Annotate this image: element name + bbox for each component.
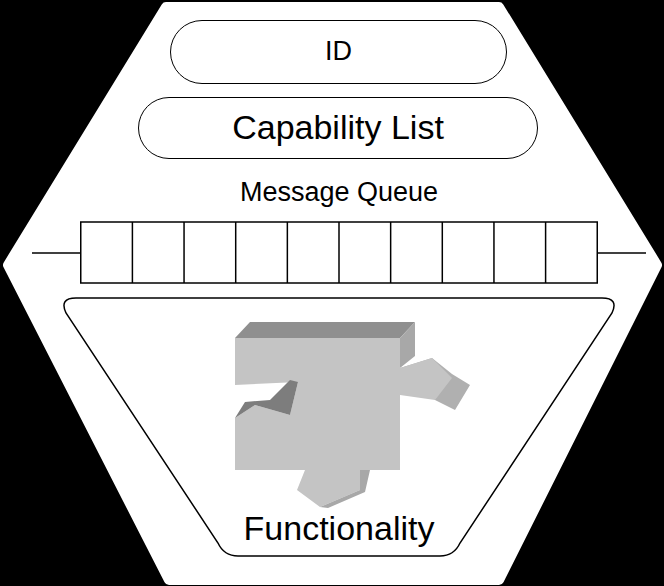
queue-slot: [442, 222, 444, 283]
puzzle-side: [400, 322, 415, 368]
message-queue: Message Queue: [80, 178, 598, 284]
field-label: Functionality: [244, 510, 435, 547]
queue-heading: Message Queue: [240, 178, 438, 208]
field-label: Capability List: [232, 109, 444, 146]
queue-slot: [132, 222, 134, 283]
puzzle-knob-side: [320, 470, 370, 508]
functionality-area: Functionality: [58, 297, 620, 557]
queue-slot: [390, 222, 392, 283]
capability-field: Capability List: [138, 97, 538, 159]
id-field: ID: [170, 20, 507, 84]
queue-slot: [493, 222, 495, 283]
puzzle-front: [235, 338, 452, 507]
puzzle-notch: [235, 380, 298, 418]
agent-hexagon: [8, 7, 657, 580]
trapezoid-border: [64, 298, 614, 556]
queue-slot: [183, 222, 185, 283]
puzzle-piece: [235, 322, 470, 508]
queue-wire: [32, 252, 80, 254]
queue-slot: [338, 222, 340, 283]
queue-slot: [545, 222, 547, 283]
queue-wire: [598, 252, 646, 254]
queue-slot: [287, 222, 289, 283]
queue-slot: [235, 222, 237, 283]
queue-outline: [81, 222, 598, 283]
field-label: ID: [325, 37, 352, 67]
puzzle-top: [235, 322, 415, 338]
